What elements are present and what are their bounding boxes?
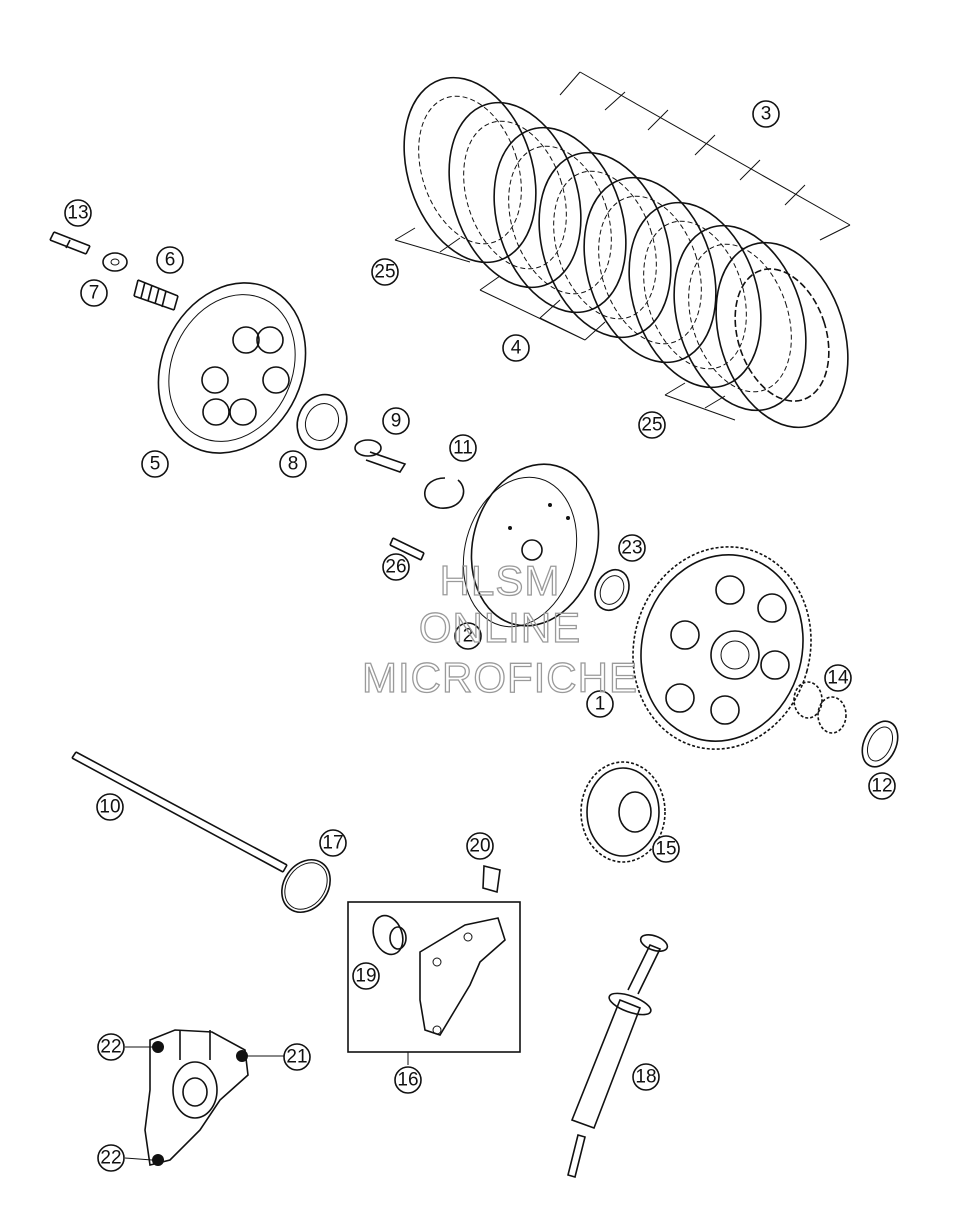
clutch-plate-stack (382, 60, 871, 444)
callout-7-label: 7 (89, 283, 100, 304)
friction-plate[interactable] (652, 208, 829, 427)
screw[interactable] (49, 231, 91, 255)
callout-2-label: 2 (463, 626, 474, 647)
callout-13: 13 (64, 199, 92, 227)
primary-drive-gear[interactable] (580, 761, 666, 863)
callout-13-label: 13 (67, 203, 88, 224)
washer[interactable] (102, 252, 128, 272)
callout-16: 16 (394, 1066, 422, 1094)
callout-9: 9 (382, 407, 410, 435)
callout-20-label: 20 (469, 836, 490, 857)
leader-line-part-3 (559, 71, 851, 241)
callout-26: 26 (382, 553, 410, 581)
pressure-plate[interactable] (131, 259, 332, 478)
leader-line-part-4 (479, 275, 606, 341)
callout-14: 14 (824, 664, 852, 692)
callout-19-label: 19 (355, 966, 376, 987)
callout-25-bottom-label: 25 (641, 415, 662, 436)
release-mechanism-kit[interactable] (347, 901, 521, 1065)
callout-23-label: 23 (621, 538, 642, 559)
callout-2: 2 (454, 622, 482, 650)
callout-17: 17 (319, 829, 347, 857)
callout-11: 11 (449, 434, 477, 462)
callout-1: 1 (586, 690, 614, 718)
callout-6-label: 6 (165, 250, 176, 271)
circlip[interactable] (424, 477, 465, 509)
pushrod[interactable] (71, 751, 288, 873)
callout-8-label: 8 (288, 454, 299, 475)
callout-25-top-label: 25 (374, 262, 395, 283)
callout-3-label: 3 (761, 104, 772, 125)
callout-21: 21 (283, 1043, 311, 1071)
callout-20: 20 (466, 832, 494, 860)
friction-plate[interactable] (382, 60, 559, 279)
callout-5-label: 5 (150, 454, 161, 475)
callout-8: 8 (279, 450, 307, 478)
callout-4-label: 4 (511, 338, 522, 359)
callout-14-label: 14 (827, 668, 849, 689)
o-ring[interactable] (272, 850, 340, 921)
callout-9-label: 9 (391, 411, 402, 432)
friction-plate[interactable] (562, 160, 739, 379)
bleed-syringe[interactable] (567, 932, 670, 1178)
dowel-pin[interactable] (389, 537, 425, 561)
callout-12-label: 12 (871, 776, 892, 797)
callout-22-bottom-label: 22 (100, 1148, 121, 1169)
steel-plate[interactable] (607, 185, 784, 404)
release-seal[interactable] (368, 911, 408, 958)
steel-plate[interactable] (427, 85, 604, 304)
watermark-line-2: ONLINE (419, 604, 581, 651)
callout-3: 3 (752, 100, 780, 128)
clutch-hub[interactable] (447, 450, 616, 641)
pushrod-end[interactable] (354, 439, 407, 473)
washer-large[interactable] (855, 715, 904, 772)
callout-25-bottom: 25 (638, 411, 666, 439)
clutch-spring[interactable] (133, 279, 179, 311)
callout-22-bottom: 22 (97, 1144, 125, 1172)
callout-5: 5 (141, 450, 169, 478)
callout-4: 4 (502, 334, 530, 362)
thrust-washer[interactable] (589, 564, 636, 616)
leader-line-part-25-top (394, 227, 471, 263)
bearing[interactable] (288, 386, 355, 457)
steel-plate-front[interactable] (694, 225, 871, 444)
callout-1-label: 1 (595, 694, 606, 715)
callout-18: 18 (632, 1063, 660, 1091)
bolt[interactable] (482, 864, 501, 894)
callout-22-top-label: 22 (100, 1037, 121, 1058)
clutch-slave-cover[interactable] (124, 1029, 284, 1166)
callout-23: 23 (618, 534, 646, 562)
callout-15-label: 15 (655, 839, 676, 860)
callout-6: 6 (156, 246, 184, 274)
callout-17-label: 17 (322, 833, 343, 854)
callout-15: 15 (652, 835, 680, 863)
clutch-basket[interactable] (611, 527, 834, 770)
callout-21-label: 21 (286, 1047, 307, 1068)
release-lever[interactable] (419, 917, 506, 1036)
watermark-line-3: MICROFICHE (362, 654, 638, 701)
callout-10: 10 (96, 793, 124, 821)
callout-18-label: 18 (635, 1067, 656, 1088)
callout-16-label: 16 (397, 1070, 418, 1091)
callout-25-top: 25 (371, 258, 399, 286)
callout-22-top: 22 (97, 1033, 125, 1061)
callout-26-label: 26 (385, 557, 406, 578)
callout-7: 7 (80, 279, 108, 307)
watermark: HLSM ONLINE MICROFICHE (361, 556, 638, 701)
steel-plate[interactable] (517, 135, 694, 354)
friction-plate[interactable] (472, 110, 649, 329)
callout-11-label: 11 (453, 438, 473, 459)
watermark-line-1: HLSM (440, 557, 561, 604)
callout-19: 19 (352, 962, 380, 990)
callout-12: 12 (868, 772, 896, 800)
leader-line-part-25-bottom (664, 382, 736, 421)
needle-bearings[interactable] (793, 681, 847, 734)
callout-10-label: 10 (99, 797, 120, 818)
